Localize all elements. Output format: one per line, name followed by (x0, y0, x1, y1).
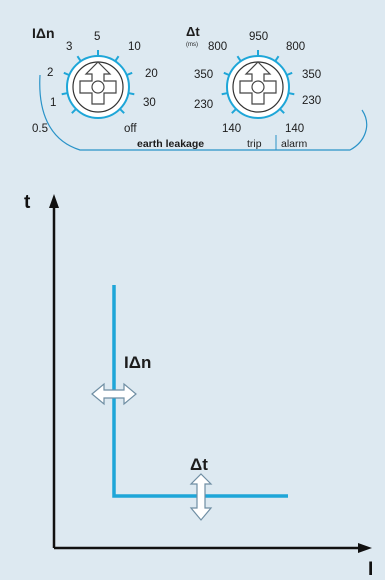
dial-tick (223, 71, 230, 77)
delta-t-dial[interactable] (221, 50, 295, 119)
dial-tick (71, 108, 77, 114)
ian-setting-1: 1 (50, 97, 56, 109)
dials-panel: IΔn 0.5 1 2 3 5 10 20 30 off Δt (ms) 800… (32, 24, 368, 151)
trip-setting-350: 350 (194, 69, 213, 81)
delta-t-dial-unit: (ms) (186, 42, 198, 48)
alarm-setting-140: 140 (285, 123, 304, 135)
earth-leakage-caption: earth leakage (137, 138, 204, 150)
trip-setting-140: 140 (222, 123, 241, 135)
x-axis-label: I (368, 559, 373, 580)
delay-adjust-arrow-icon (189, 473, 213, 521)
dial-tick (231, 108, 237, 114)
alarm-caption: alarm (281, 138, 308, 150)
x-axis-arrow-icon (358, 543, 372, 553)
trip-setting-950: 950 (249, 31, 268, 43)
trip-caption: trip (247, 138, 262, 150)
dial-tick (221, 92, 228, 96)
alarm-setting-230: 230 (302, 95, 321, 107)
dial-tick (76, 55, 82, 62)
dial-tick (114, 55, 120, 62)
dial-tick (236, 55, 242, 62)
time-current-graph: t I IΔn Δt (24, 192, 373, 580)
dial-tick (128, 92, 135, 96)
ian-dial-heading: IΔn (32, 25, 55, 41)
ian-setting-off: off (124, 123, 137, 135)
threshold-adjust-arrow-icon (91, 382, 137, 406)
dial-tick (286, 71, 293, 77)
ian-setting-2: 2 (47, 67, 53, 79)
y-axis-arrow-icon (49, 194, 59, 208)
ian-setting-5: 5 (94, 31, 100, 43)
dial-tick (288, 92, 295, 96)
ian-dial[interactable] (61, 50, 135, 119)
alarm-setting-800: 800 (286, 41, 305, 53)
trip-setting-230: 230 (194, 99, 213, 111)
dials-outline (39, 74, 368, 151)
trip-characteristic-curve (112, 285, 288, 498)
dial-tick (119, 108, 125, 114)
delay-label: Δt (190, 455, 208, 474)
ian-setting-20: 20 (145, 68, 158, 80)
trip-setting-800: 800 (208, 41, 227, 53)
dial-tick (61, 92, 68, 96)
ian-setting-0-5: 0.5 (32, 123, 48, 135)
y-axis-label: t (24, 192, 31, 213)
alarm-setting-350: 350 (302, 69, 321, 81)
dial-tick (63, 71, 70, 77)
ian-setting-3: 3 (66, 41, 72, 53)
threshold-label: IΔn (124, 353, 151, 372)
dial-tick (126, 71, 133, 77)
ian-setting-30: 30 (143, 97, 156, 109)
delta-t-dial-heading: Δt (186, 24, 200, 39)
ian-setting-10: 10 (128, 41, 141, 53)
dial-tick (279, 108, 285, 114)
dial-tick (274, 55, 280, 62)
